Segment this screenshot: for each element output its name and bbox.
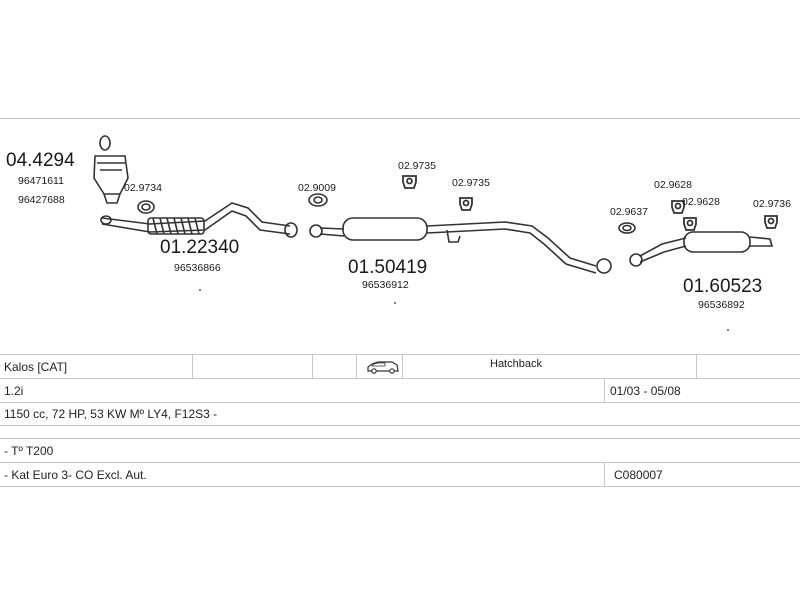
car-icon: [362, 355, 402, 378]
rear-silencer-number[interactable]: 01.60523: [683, 276, 762, 297]
engine-specs: 1150 cc, 72 HP, 53 KW Mº LY4, F12S3 -: [4, 407, 218, 421]
gasket-3-number[interactable]: 02.9637: [610, 206, 648, 218]
rubber-hanger-icon[interactable]: [402, 175, 417, 189]
hanger-2-number[interactable]: 02.9735: [452, 177, 490, 189]
top-divider: [0, 118, 800, 119]
exhaust-diagram: 04.4294 96471611 96427688 02.9734 01.223…: [6, 135, 791, 331]
middle-silencer-icon[interactable]: [309, 217, 612, 274]
spacer-row: [0, 426, 800, 439]
marker-dot: [394, 302, 396, 304]
vehicle-model: Kalos [CAT]: [4, 359, 68, 374]
vehicle-model-row: Kalos [CAT] Hatchback: [0, 355, 800, 379]
notes-row: - Kat Euro 3- CO Excl. Aut. C080007: [0, 463, 800, 487]
gasket-2-number[interactable]: 02.9009: [298, 182, 336, 194]
rubber-hanger-icon[interactable]: [764, 215, 778, 229]
rear-silencer-oem: 96536892: [698, 299, 745, 311]
hanger-1-number[interactable]: 02.9735: [398, 160, 436, 172]
vehicle-type: - Tº T200: [4, 443, 54, 458]
hanger-4-number[interactable]: 02.9628: [682, 196, 720, 208]
marker-dot: [199, 289, 201, 291]
cat-converter-oem-1: 96471611: [18, 175, 64, 187]
rear-silencer-icon[interactable]: [629, 231, 774, 267]
cat-converter-number[interactable]: 04.4294: [6, 150, 75, 171]
diagram-bottom-divider: [0, 354, 800, 355]
engine-row: 1.2i 01/03 - 05/08: [0, 379, 800, 403]
rubber-hanger-icon[interactable]: [671, 200, 685, 214]
type-row: - Tº T200: [0, 439, 800, 463]
gasket-icon[interactable]: [137, 200, 155, 214]
body-type: Hatchback: [490, 358, 542, 370]
hanger-5-number[interactable]: 02.9736: [753, 198, 791, 210]
front-pipe-number[interactable]: 01.22340: [160, 237, 239, 258]
specs-row: 1150 cc, 72 HP, 53 KW Mº LY4, F12S3 -: [0, 403, 800, 426]
middle-silencer-number[interactable]: 01.50419: [348, 257, 427, 278]
rubber-hanger-icon[interactable]: [683, 217, 697, 231]
middle-silencer-oem: 96536912: [362, 279, 409, 291]
kit-code[interactable]: C080007: [614, 467, 663, 482]
gasket-1-number[interactable]: 02.9734: [124, 182, 162, 194]
front-pipe-icon[interactable]: [100, 202, 298, 238]
cat-converter-oem-2: 96427688: [18, 194, 65, 206]
marker-dot: [727, 329, 729, 331]
notes: - Kat Euro 3- CO Excl. Aut.: [4, 467, 147, 482]
engine: 1.2i: [4, 383, 24, 398]
gasket-icon[interactable]: [308, 193, 328, 207]
gasket-icon[interactable]: [618, 222, 636, 234]
catalytic-converter-icon[interactable]: [93, 135, 129, 204]
production-years: 01/03 - 05/08: [610, 383, 681, 398]
front-pipe-oem: 96536866: [174, 262, 221, 274]
rubber-hanger-icon[interactable]: [459, 197, 473, 211]
hanger-3-number[interactable]: 02.9628: [654, 179, 692, 191]
